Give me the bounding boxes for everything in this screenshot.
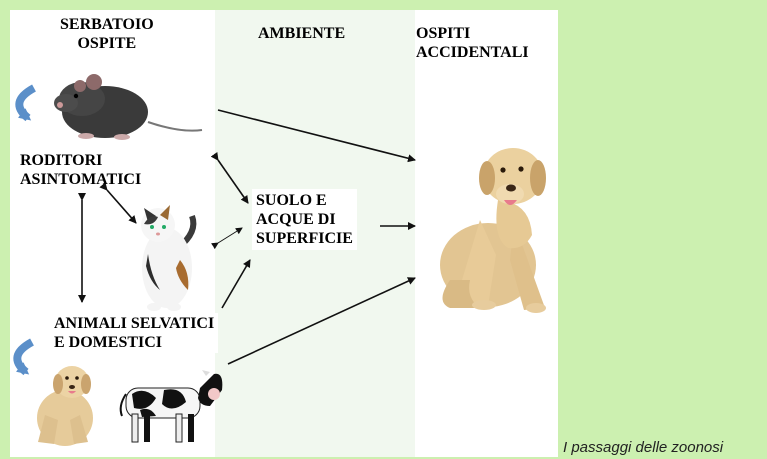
cat-image: [141, 205, 197, 311]
accidental-hosts-label: OSPITI ACCIDENTALI: [414, 24, 531, 62]
accidental-hosts-label-line2: ACCIDENTALI: [416, 44, 529, 61]
zoonosis-diagram: SERBATOIO OSPITE AMBIENTE OSPITI ACCIDEN…: [10, 10, 558, 457]
rat-image: [54, 74, 203, 140]
reservoir-label: SERBATOIO OSPITE: [58, 15, 156, 53]
animals-label-line1: ANIMALI SELVATICI: [54, 315, 215, 332]
reservoir-label-line1: SERBATOIO: [60, 16, 154, 33]
arrow-animals-to-soil: [221, 259, 251, 309]
labrador-dog-image: [440, 148, 546, 313]
rodents-label-line2: ASINTOMATICI: [20, 171, 142, 188]
cycle-arrow-bottom-icon: [13, 338, 35, 376]
cycle-arrow-top-icon: [15, 84, 37, 122]
arrow-rat-to-dog: [217, 109, 416, 163]
arrow-animals-to-dog: [227, 277, 416, 365]
soil-water-label-line1: SUOLO E: [256, 192, 327, 209]
arrow-cat-soil: [211, 227, 243, 250]
environment-label: AMBIENTE: [258, 25, 346, 42]
accidental-hosts-label-line1: OSPITI: [416, 25, 471, 42]
soil-water-label: SUOLO E ACQUE DI SUPERFICIE: [252, 189, 357, 250]
soil-water-label-line2: ACQUE DI: [256, 211, 336, 228]
rodents-label: RODITORI ASINTOMATICI: [18, 151, 143, 189]
figure-caption: I passaggi delle zoonosi: [563, 439, 724, 456]
soil-water-label-line3: SUPERFICIE: [256, 230, 353, 247]
animals-label-line2: E DOMESTICI: [54, 334, 163, 351]
cow-image: [119, 370, 223, 443]
animals-label: ANIMALI SELVATICI E DOMESTICI: [50, 313, 219, 353]
rodents-label-line1: RODITORI: [20, 152, 103, 169]
arrow-rodents-cat: [99, 182, 137, 224]
diagram-graphics: [13, 74, 546, 446]
small-dog-image: [37, 366, 93, 446]
reservoir-label-line2: OSPITE: [77, 35, 137, 52]
arrow-rodents-soil: [210, 151, 249, 204]
